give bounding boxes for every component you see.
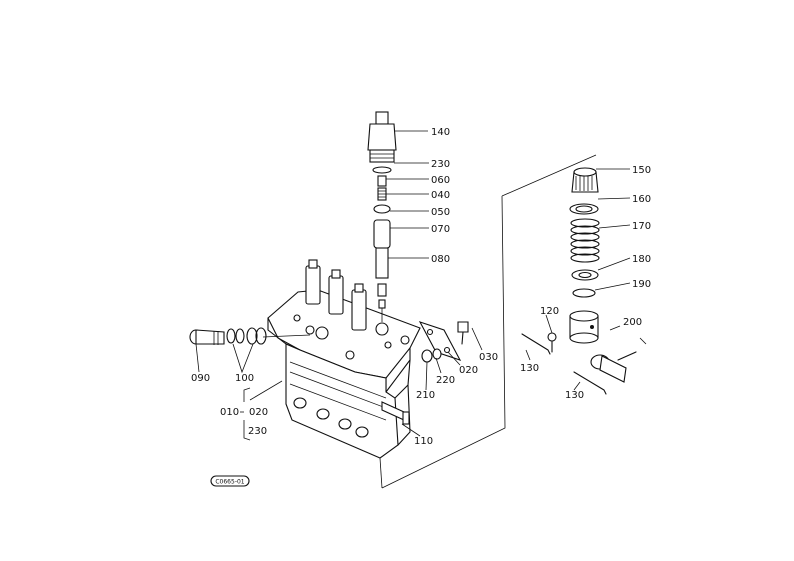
label-130-left: 130 — [520, 363, 539, 374]
label-100: 100 — [235, 373, 254, 384]
label-170: 170 — [632, 221, 651, 232]
label-160: 160 — [632, 194, 651, 205]
label-020-left: 020 — [249, 407, 268, 418]
label-150: 150 — [632, 165, 651, 176]
plate-030 — [418, 321, 469, 363]
label-080: 080 — [431, 254, 450, 265]
governor-stack — [547, 167, 600, 353]
delivery-valve-stack — [367, 111, 397, 336]
label-180: 180 — [632, 254, 651, 265]
label-040: 040 — [431, 190, 450, 201]
pump-housing — [267, 259, 421, 489]
label-110: 110 — [414, 436, 433, 447]
label-120: 120 — [540, 306, 559, 317]
drawing-code-badge: C0665-01 — [210, 475, 250, 487]
label-210: 210 — [416, 390, 435, 401]
label-230-top: 230 — [431, 159, 450, 170]
part-labels: 140 230 060 040 050 070 080 150 160 170 … — [191, 127, 651, 447]
label-020-right: 020 — [459, 365, 478, 376]
label-200: 200 — [623, 317, 642, 328]
group-boundary — [381, 154, 597, 489]
label-090: 090 — [191, 373, 210, 384]
label-070: 070 — [431, 224, 450, 235]
banjo-bolt-090 — [189, 327, 267, 345]
label-030: 030 — [479, 352, 498, 363]
label-190: 190 — [632, 279, 651, 290]
label-050: 050 — [431, 207, 450, 218]
part-200-group — [590, 325, 647, 383]
label-230-left: 230 — [248, 426, 267, 437]
drawing-code: C0665-01 — [215, 479, 244, 486]
pin-130-group — [521, 333, 607, 395]
label-010: 010 — [220, 407, 239, 418]
label-130-right: 130 — [565, 390, 584, 401]
label-060: 060 — [431, 175, 450, 186]
leader-lines — [195, 130, 631, 441]
label-140: 140 — [431, 127, 450, 138]
label-220: 220 — [436, 375, 455, 386]
